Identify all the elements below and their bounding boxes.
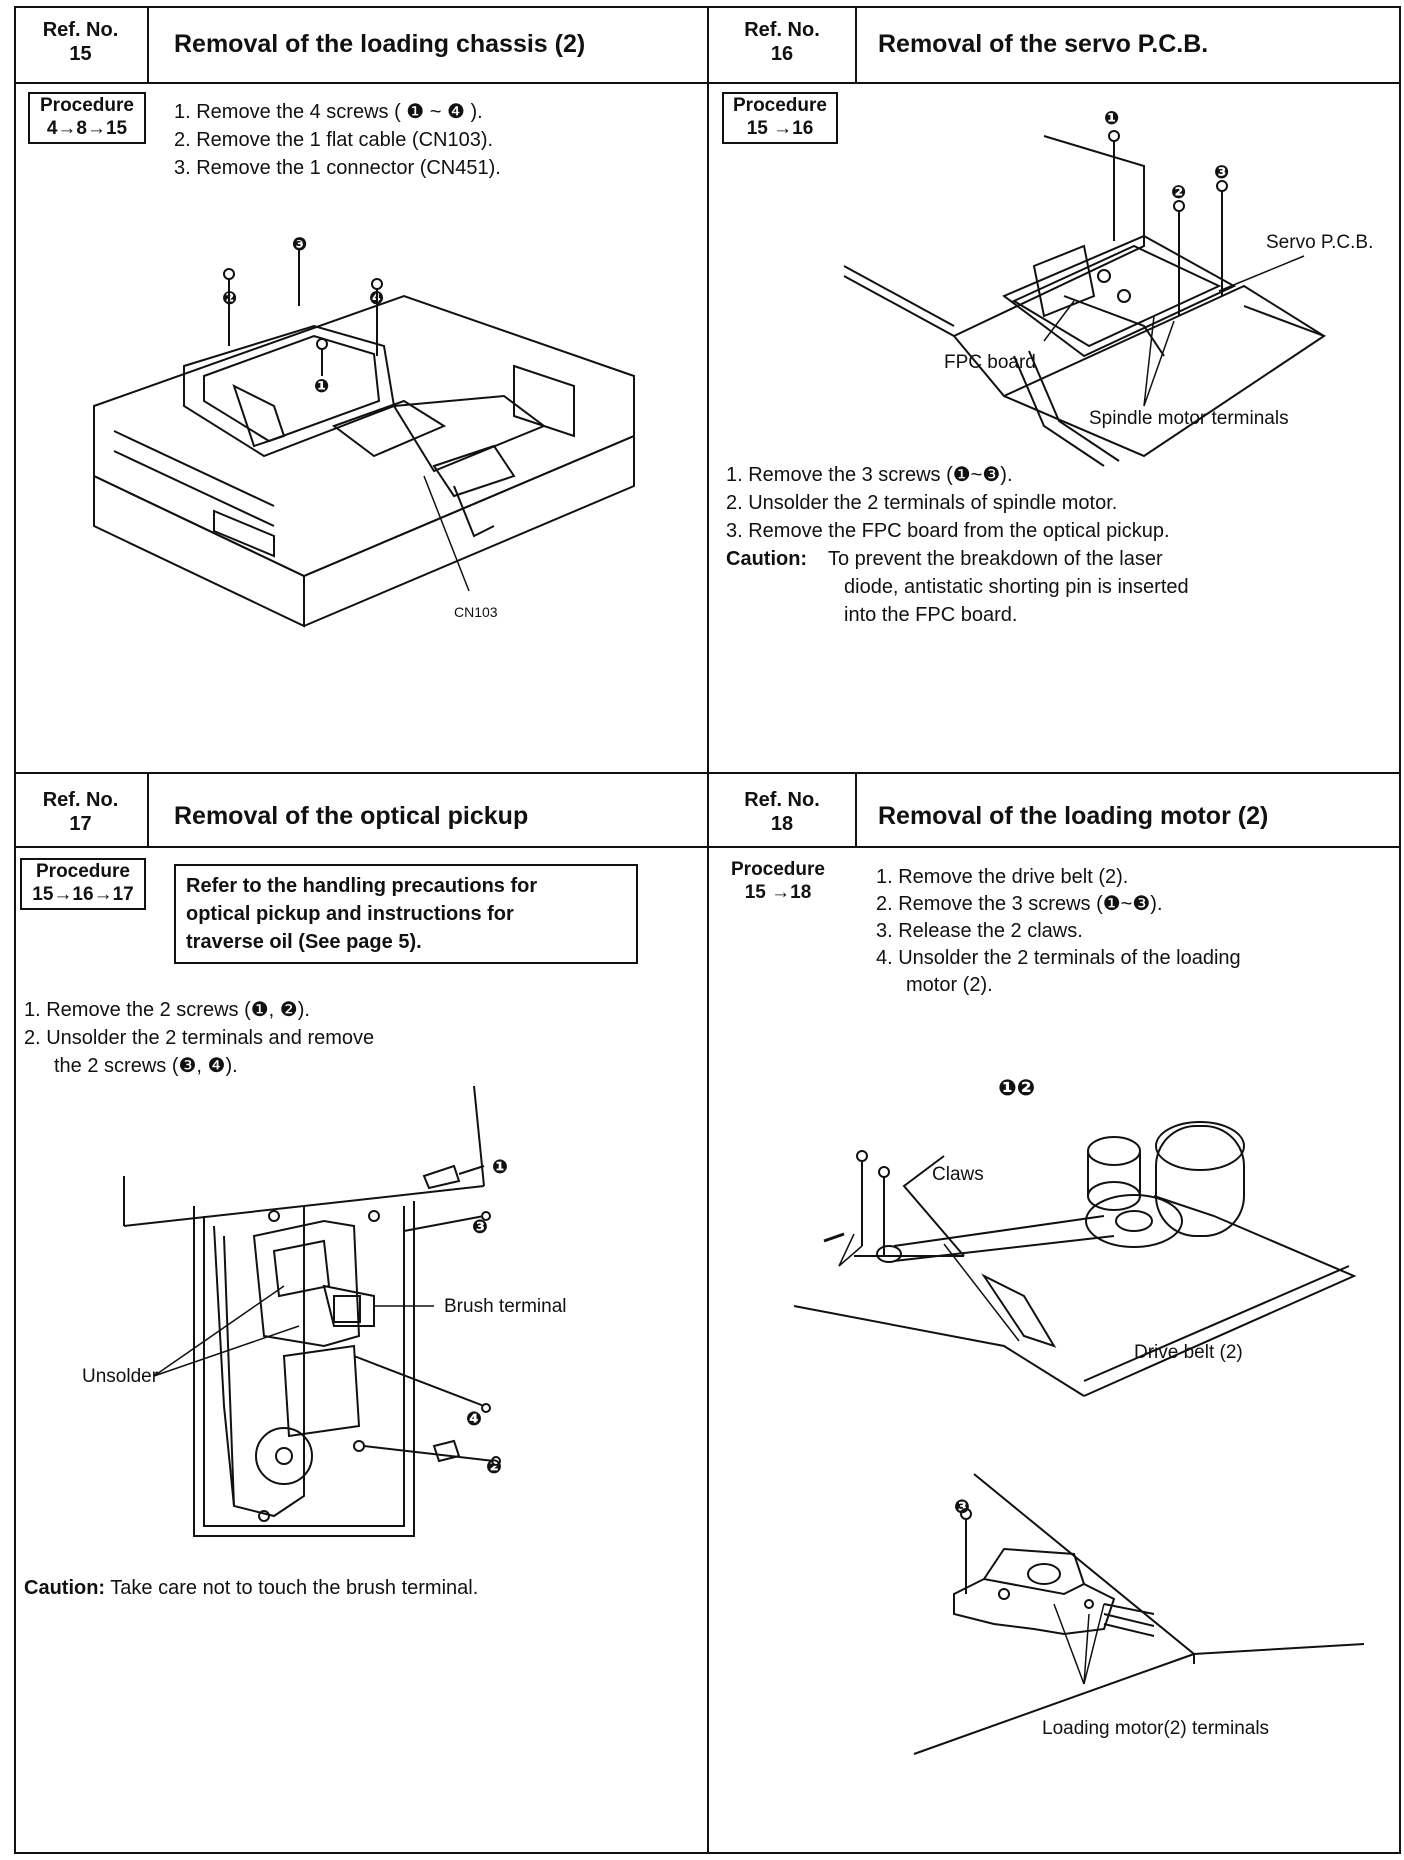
q15-step-3: 3. Remove the 1 connector (CN451). bbox=[174, 157, 501, 179]
q18-step-3: 3. Release the 2 claws. bbox=[876, 920, 1083, 942]
q18-callouts-1-2: ❶❷ bbox=[998, 1076, 1036, 1101]
q18-proc-seq: 15 →18 bbox=[744, 882, 812, 903]
q17-label-unsolder: Unsolder bbox=[82, 1366, 159, 1387]
q16-step-3: 3. Remove the FPC board from the optical… bbox=[726, 520, 1170, 542]
q17-notice-line-1: Refer to the handling precautions for bbox=[186, 875, 538, 897]
q15-callout-3: ❸ bbox=[292, 234, 308, 255]
q18-step-4-cont: motor (2). bbox=[906, 974, 993, 996]
q16-ref-number: 16 bbox=[770, 43, 794, 65]
center-divider bbox=[707, 6, 709, 1854]
q17-caution-text: Take care not to touch the brush termina… bbox=[110, 1577, 479, 1599]
q18-steps: 1. Remove the drive belt (2). 2. Remove … bbox=[876, 864, 1241, 999]
q17-procedure-box: Procedure 15→16→17 bbox=[20, 858, 146, 910]
q17-notice-box: Refer to the handling precautions for op… bbox=[174, 864, 638, 964]
q17-callout-3: ❸ bbox=[472, 1216, 489, 1238]
q18-step-4: 4. Unsolder the 2 terminals of the loadi… bbox=[876, 947, 1241, 969]
q15-label-cn103: CN103 bbox=[454, 604, 498, 620]
q17-step-2-cont: the 2 screws (❸, ❹). bbox=[54, 1055, 238, 1077]
q15-callout-1: ❶ bbox=[314, 376, 330, 397]
q17-callout-4: ❹ bbox=[466, 1408, 483, 1430]
q16-callout-1: ❶ bbox=[1104, 108, 1120, 129]
q16-label-fpc-board: FPC board bbox=[944, 352, 1036, 373]
q16-callout-2: ❷ bbox=[1171, 182, 1187, 203]
drive-belt-illustration bbox=[793, 1121, 1357, 1397]
q17-caution-label: Caution: bbox=[24, 1577, 106, 1599]
q16-callout-3: ❸ bbox=[1214, 162, 1230, 183]
q18-label-drive-belt: Drive belt (2) bbox=[1134, 1342, 1243, 1363]
q17-caution: Caution: Take care not to touch the brus… bbox=[24, 1574, 478, 1602]
q16-caution-label: Caution: bbox=[726, 548, 808, 570]
optical-pickup-illustration bbox=[123, 1085, 501, 1537]
q15-ref: Ref. No. 15 bbox=[14, 18, 147, 66]
q16-proc-seq: 15 →16 bbox=[746, 118, 814, 139]
q16-proc-label: Procedure bbox=[733, 95, 827, 116]
middle-divider bbox=[14, 772, 1401, 774]
q17-callout-2: ❷ bbox=[486, 1456, 503, 1478]
q16-ref: Ref. No. 16 bbox=[709, 18, 855, 66]
frame-right bbox=[1399, 6, 1401, 1854]
q18-ref-number: 18 bbox=[770, 813, 794, 835]
q17-notice-line-2: optical pickup and instructions for bbox=[186, 903, 514, 925]
q17-notice-line-3: traverse oil (See page 5). bbox=[186, 931, 422, 953]
q15-header-sep bbox=[147, 6, 149, 84]
q18-proc-label: Procedure bbox=[731, 859, 825, 880]
q16-step-2: 2. Unsolder the 2 terminals of spindle m… bbox=[726, 492, 1118, 514]
q18-step-1: 1. Remove the drive belt (2). bbox=[876, 866, 1129, 888]
q15-ref-label: Ref. No. bbox=[42, 19, 119, 41]
q17-ref-number: 17 bbox=[69, 813, 92, 835]
q17-label-brush-terminal: Brush terminal bbox=[444, 1296, 567, 1317]
q17-step-1: 1. Remove the 2 screws (❶, ❷). bbox=[24, 999, 310, 1021]
q18-header-sep bbox=[855, 772, 857, 848]
frame-left bbox=[14, 6, 16, 1854]
q15-proc-label: Procedure bbox=[40, 95, 134, 116]
q18-label-claws: Claws bbox=[932, 1164, 984, 1185]
q18-label-loading-motor-terminals: Loading motor(2) terminals bbox=[1042, 1718, 1270, 1739]
q15-callout-4: ❹ bbox=[369, 288, 385, 309]
q16-caution: Caution: To prevent the breakdown of the… bbox=[726, 545, 1189, 629]
q16-header-rule bbox=[709, 82, 1401, 84]
q17-title: Removal of the optical pickup bbox=[174, 802, 529, 830]
q16-ref-label: Ref. No. bbox=[744, 19, 820, 41]
q16-step-1: 1. Remove the 3 screws (❶~❸). bbox=[726, 464, 1013, 486]
q17-step-2: 2. Unsolder the 2 terminals and remove bbox=[24, 1027, 375, 1049]
q17-proc-label: Procedure bbox=[36, 861, 130, 882]
q17-steps: 1. Remove the 2 screws (❶, ❷). 2. Unsold… bbox=[24, 996, 374, 1080]
q18-ref-label: Ref. No. bbox=[744, 789, 820, 811]
q16-label-spindle-terminals: Spindle motor terminals bbox=[1089, 408, 1289, 429]
q17-callout-1: ❶ bbox=[492, 1156, 509, 1178]
q18-procedure-box: Procedure 15 →18 bbox=[722, 858, 834, 906]
q15-callout-2: ❷ bbox=[222, 288, 238, 309]
q16-title: Removal of the servo P.C.B. bbox=[878, 30, 1209, 58]
q18-callout-3: ❸ bbox=[954, 1496, 971, 1518]
q15-procedure-box: Procedure 4→8→15 bbox=[28, 92, 146, 144]
q16-caution-line-2: diode, antistatic shorting pin is insert… bbox=[844, 576, 1189, 598]
q15-title: Removal of the loading chassis (2) bbox=[174, 30, 586, 58]
q15-step-1: 1. Remove the 4 screws ( ❶ ~ ❹ ). bbox=[174, 101, 483, 123]
loading-chassis-illustration bbox=[93, 238, 635, 628]
manual-page: Ref. No. 15 Removal of the loading chass… bbox=[14, 6, 1401, 1854]
q17-ref-label: Ref. No. bbox=[42, 789, 119, 811]
q17-header-sep bbox=[147, 772, 149, 848]
q18-title: Removal of the loading motor (2) bbox=[878, 802, 1269, 830]
q16-steps: 1. Remove the 3 screws (❶~❸). 2. Unsolde… bbox=[726, 461, 1189, 629]
q18-step-2: 2. Remove the 3 screws (❶~❸). bbox=[876, 893, 1163, 915]
q16-procedure-box: Procedure 15 →16 bbox=[722, 92, 838, 144]
q17-header-rule bbox=[14, 846, 707, 848]
q17-ref: Ref. No. 17 bbox=[14, 788, 147, 836]
q16-label-servo-pcb: Servo P.C.B. bbox=[1266, 232, 1374, 253]
q16-header-sep bbox=[855, 6, 857, 84]
q15-step-2: 2. Remove the 1 flat cable (CN103). bbox=[174, 129, 494, 151]
servo-pcb-illustration bbox=[843, 130, 1327, 467]
q16-caution-line-3: into the FPC board. bbox=[844, 604, 1018, 626]
q18-header-rule bbox=[709, 846, 1401, 848]
q15-header-rule bbox=[14, 82, 707, 84]
q15-ref-number: 15 bbox=[69, 43, 92, 65]
q17-proc-seq: 15→16→17 bbox=[32, 884, 134, 905]
q15-steps: 1. Remove the 4 screws ( ❶ ~ ❹ ). 2. Rem… bbox=[174, 98, 501, 182]
loading-motor-terminals-illustration bbox=[913, 1473, 1365, 1755]
q16-caution-body: To prevent the breakdown of the laser di… bbox=[828, 545, 1189, 629]
q16-caution-line-1: To prevent the breakdown of the laser bbox=[828, 548, 1163, 570]
q18-ref: Ref. No. 18 bbox=[709, 788, 855, 836]
q15-proc-seq: 4→8→15 bbox=[46, 118, 128, 139]
